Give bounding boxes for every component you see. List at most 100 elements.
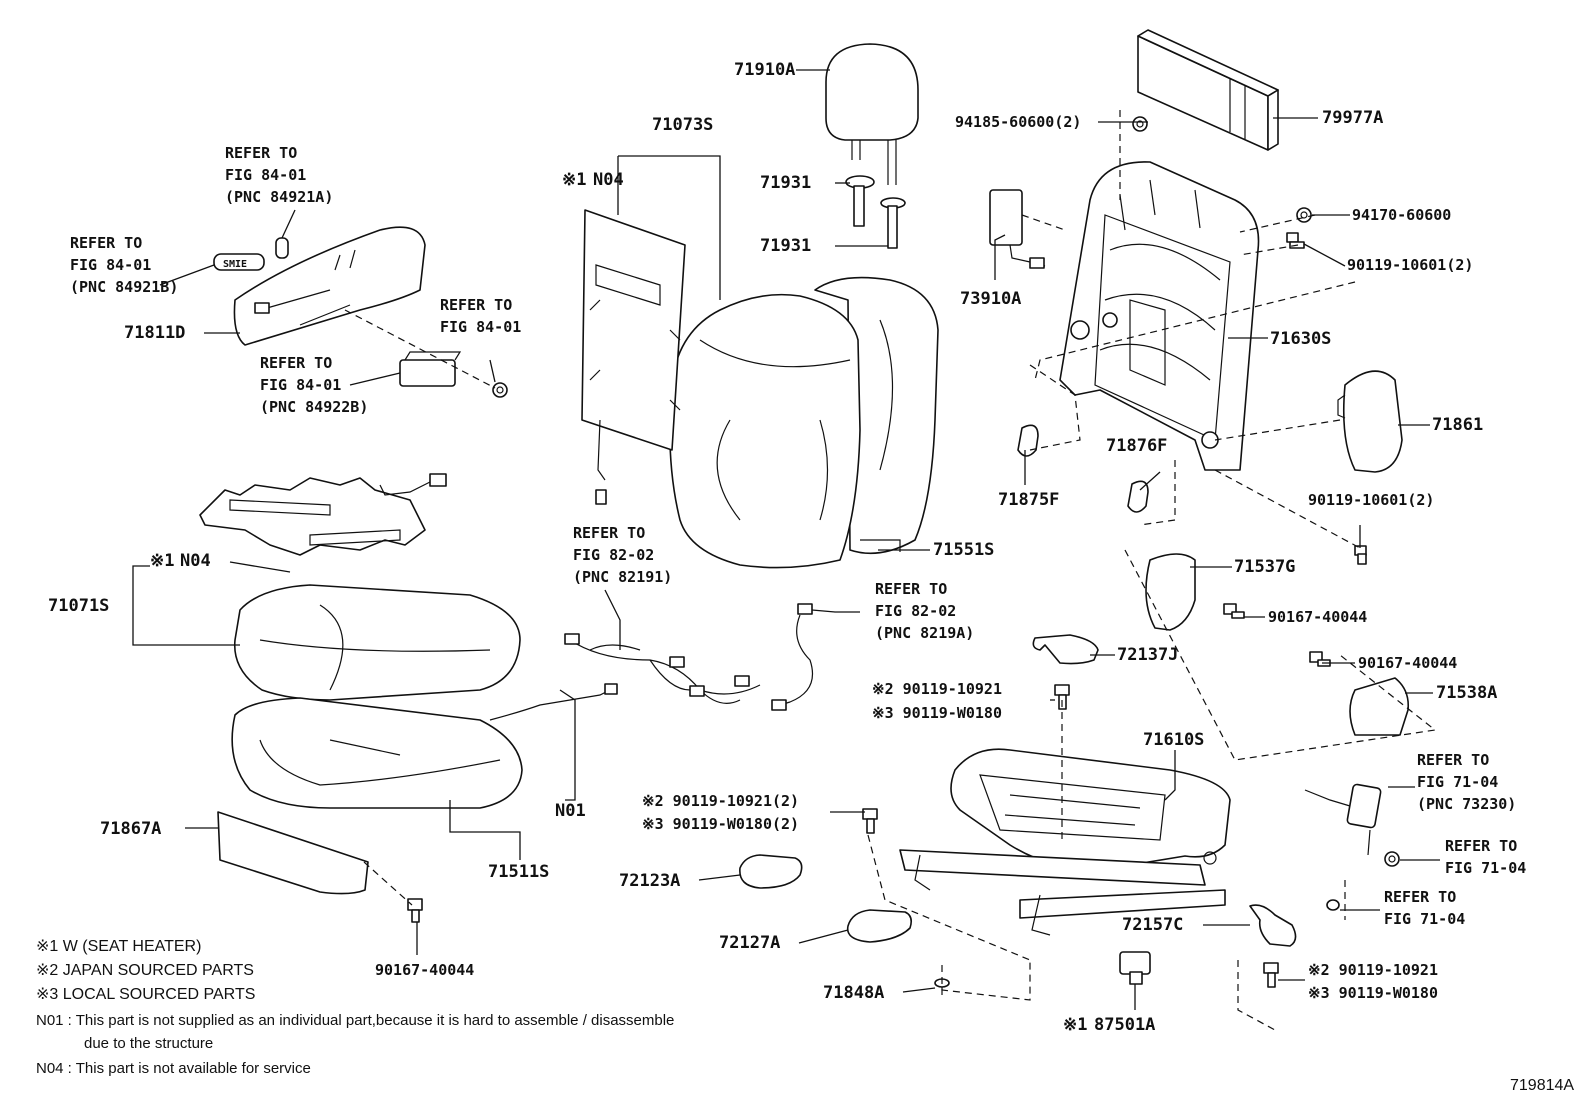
label-71811d: 71811D xyxy=(124,323,185,343)
cap-71875f-drawing xyxy=(1017,424,1039,457)
cover-72157c-drawing xyxy=(1249,904,1297,947)
part-labels: 71910A 71073S 79977A 94185-60600(2) 9417… xyxy=(48,60,1497,1035)
label-90119-w0180-a: ※3 90119-W0180 xyxy=(872,704,1002,722)
switch-87501a-drawing xyxy=(1119,951,1151,985)
label-90167-c: 90167-40044 xyxy=(375,961,474,979)
label-90119-w0180-c: ※3 90119-W0180 xyxy=(1308,984,1438,1002)
harness-82191-drawing xyxy=(564,633,761,704)
leader-lines xyxy=(132,69,1440,1010)
track-cover-72123a-drawing xyxy=(739,854,803,889)
refer-73230-line3: (PNC 73230) xyxy=(1417,795,1516,813)
label-71073s: 71073S xyxy=(652,115,713,135)
marker-87501a: ※1 xyxy=(1063,1015,1087,1035)
bolt-90119-10921-c-drawing xyxy=(1263,962,1279,988)
cushion-cover-drawing xyxy=(233,584,521,701)
note-n04: N04 : This part is not available for ser… xyxy=(36,1060,311,1077)
diagram-id: 719814A xyxy=(1510,1077,1574,1094)
refer-84921a-line2: FIG 84-01 xyxy=(225,166,306,184)
refer-fig71-b-line2: FIG 71-04 xyxy=(1384,910,1465,928)
label-90119-10921-c: ※2 90119-10921 xyxy=(1308,961,1438,979)
refer-8219a-line2: FIG 82-02 xyxy=(875,602,956,620)
seatback-heater-drawing xyxy=(581,209,686,505)
bolt-90119-10921-b-drawing xyxy=(862,808,878,834)
label-71551s: 71551S xyxy=(933,540,994,560)
note-n01-line2: due to the structure xyxy=(84,1035,213,1052)
bolt-90167-b-drawing xyxy=(1309,651,1331,667)
bolt-90119-10601-b-drawing xyxy=(1354,545,1367,565)
ref-nut-b-drawing xyxy=(1384,851,1400,867)
label-72137j: 72137J xyxy=(1117,645,1178,665)
cushion-pad-drawing xyxy=(231,697,523,809)
refer-84921b-line3: (PNC 84921B) xyxy=(70,278,178,296)
seatback-frame-drawing xyxy=(1059,161,1260,471)
refer-fig84-line2: FIG 84-01 xyxy=(440,318,521,336)
label-71848a: 71848A xyxy=(823,983,884,1003)
label-71910a: 71910A xyxy=(734,60,795,80)
label-94170: 94170-60600 xyxy=(1352,206,1451,224)
refer-84922b-line2: FIG 84-01 xyxy=(260,376,341,394)
refer-8219a-line3: (PNC 8219A) xyxy=(875,624,974,642)
side-cover-71861-drawing xyxy=(1337,370,1403,473)
ref-washer-c-drawing xyxy=(1326,899,1340,911)
cap-71876f-drawing xyxy=(1127,480,1149,513)
label-71875f: 71875F xyxy=(998,490,1059,510)
label-71538a: 71538A xyxy=(1436,683,1497,703)
seatback-pad-drawing xyxy=(814,276,939,555)
knob-84921a-drawing xyxy=(275,237,289,259)
harness-8219a-drawing xyxy=(771,603,814,711)
label-71861: 71861 xyxy=(1432,415,1483,435)
refer-84921a-line1: REFER TO xyxy=(225,144,297,162)
seat-track-drawing xyxy=(899,748,1231,936)
refer-84921b-line2: FIG 84-01 xyxy=(70,256,151,274)
refer-84921a-line3: (PNC 84921A) xyxy=(225,188,333,206)
label-71630s: 71630S xyxy=(1270,329,1331,349)
refer-fig71-b-line1: REFER TO xyxy=(1384,888,1456,906)
cushion-heater-drawing xyxy=(199,473,447,556)
label-72157c: 72157C xyxy=(1122,915,1183,935)
label-90119-w0180-b: ※3 90119-W0180(2) xyxy=(642,815,799,833)
refer-84922b-line3: (PNC 84922B) xyxy=(260,398,368,416)
bolt-90167-a-drawing xyxy=(1223,603,1245,619)
legend-local-sourced: ※3 LOCAL SOURCED PARTS xyxy=(36,986,255,1003)
refer-82191-line3: (PNC 82191) xyxy=(573,568,672,586)
refer-fig84-line1: REFER TO xyxy=(440,296,512,314)
refer-84921b-line1: REFER TO xyxy=(70,234,142,252)
label-73910a: 73910A xyxy=(960,289,1021,309)
legend-japan-sourced: ※2 JAPAN SOURCED PARTS xyxy=(36,962,254,979)
nut-94185-drawing xyxy=(1132,116,1148,132)
marker-n04-top: ※1 xyxy=(562,170,586,190)
label-71610s: 71610S xyxy=(1143,730,1204,750)
buckle-73230-drawing xyxy=(1304,783,1382,856)
refer-fig71-a-line2: FIG 71-04 xyxy=(1445,859,1526,877)
cover-71537g-drawing xyxy=(1145,553,1196,631)
switch-84922b-drawing xyxy=(399,351,462,387)
headrest-drawing xyxy=(825,43,919,185)
label-71537g: 71537G xyxy=(1234,557,1295,577)
label-71511s: 71511S xyxy=(488,862,549,882)
label-90167-a: 90167-40044 xyxy=(1268,608,1367,626)
refer-82191-line1: REFER TO xyxy=(573,524,645,542)
marker-n04-mid: ※1 xyxy=(150,551,174,571)
bolt-90167-c-drawing xyxy=(407,898,423,923)
seatback-pad-79977a-drawing xyxy=(1137,29,1279,151)
label-71867a: 71867A xyxy=(100,819,161,839)
refer-84922b-line1: REFER TO xyxy=(260,354,332,372)
label-72127a: 72127A xyxy=(719,933,780,953)
refer-fig71-a-line1: REFER TO xyxy=(1445,837,1517,855)
label-71876f: 71876F xyxy=(1106,436,1167,456)
label-87501a: 87501A xyxy=(1094,1015,1155,1035)
refer-73230-line1: REFER TO xyxy=(1417,751,1489,769)
label-71071s: 71071S xyxy=(48,596,109,616)
note-n01-line1: N01 : This part is not supplied as an in… xyxy=(36,1012,674,1029)
badge-text: SMIE xyxy=(223,259,247,270)
harness-n01-drawing xyxy=(489,683,618,721)
cover-71538a-drawing xyxy=(1349,677,1410,736)
bolt-94170-drawing xyxy=(1296,207,1312,223)
badge-drawing xyxy=(213,253,265,271)
label-n01: N01 xyxy=(555,801,586,821)
label-79977a: 79977A xyxy=(1322,108,1383,128)
track-cover-72127a-drawing xyxy=(846,909,912,943)
label-71931-b: 71931 xyxy=(760,236,811,256)
label-90119-10921-b: ※2 90119-10921(2) xyxy=(642,792,799,810)
